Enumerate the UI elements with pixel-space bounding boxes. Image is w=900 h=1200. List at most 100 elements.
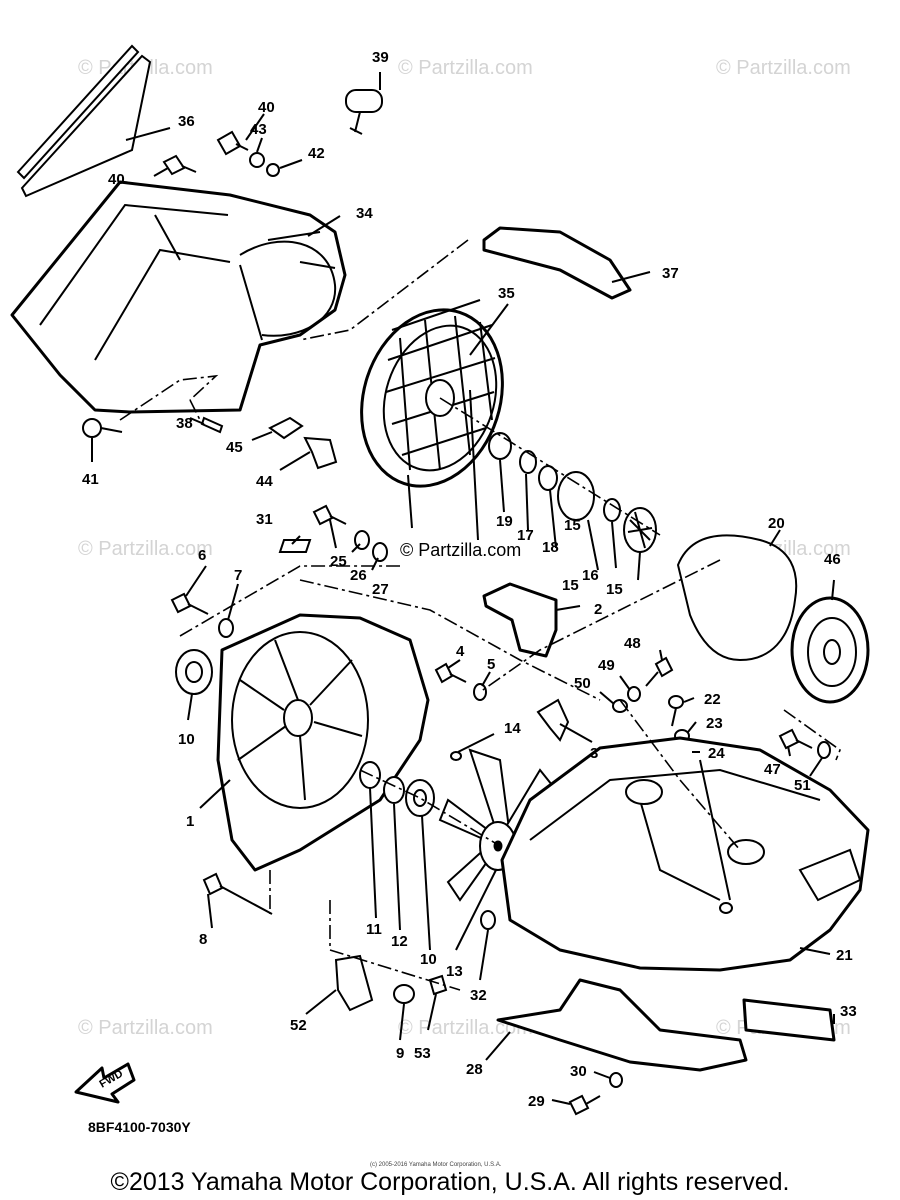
callout: 46 (824, 551, 841, 568)
recoil-starter-part-35 (360, 299, 504, 529)
bracket-part-3 (536, 698, 570, 742)
nut-part-43 (249, 152, 265, 168)
fan-housing-part-1 (216, 613, 430, 872)
washer-part-7 (218, 618, 234, 638)
bolt-part-29 (568, 1094, 601, 1116)
pulley-part-49 (790, 596, 870, 704)
callout: 40 (258, 99, 275, 116)
shield-plate-part-37 (482, 226, 632, 300)
bracket-part-44 (303, 436, 338, 470)
leader-lines (91, 72, 835, 1105)
callout: 24 (708, 745, 725, 762)
bolt-part-46 (645, 656, 674, 687)
drawing-code: 8BF4100-7030Y (88, 1119, 191, 1135)
callout: 39 (372, 49, 389, 66)
callout: 9 (396, 1045, 404, 1062)
bolt-part-4 (434, 662, 467, 684)
callout: 45 (226, 439, 243, 456)
callout: 32 (470, 987, 487, 1004)
washer-part-30 (609, 1072, 623, 1088)
watermark: © Partzilla.com (78, 1017, 213, 1039)
callout: 14 (504, 720, 521, 737)
plate-part-31 (278, 539, 312, 553)
callout: 17 (517, 527, 534, 544)
callout: 52 (290, 1017, 307, 1034)
callout: 12 (391, 933, 408, 950)
assembly-lines (119, 239, 841, 991)
callout: 48 (624, 635, 641, 652)
callout: 33 (840, 1003, 857, 1020)
grommet-part-32 (480, 910, 496, 930)
cover-part-2 (482, 582, 558, 658)
callout: 38 (176, 415, 193, 432)
tiny-copyright-notice: (c) 2005-2016 Yamaha Motor Corporation, … (370, 1162, 502, 1168)
callout: 2 (594, 601, 602, 618)
callout: 18 (542, 539, 559, 556)
seal-part-33 (742, 998, 836, 1042)
watermark: © Partzilla.com (716, 57, 851, 79)
callout: 27 (372, 581, 389, 598)
callout: 11 (366, 921, 382, 938)
bolt-part-40 (216, 130, 249, 156)
callout: 15 (562, 577, 579, 594)
callout: 43 (250, 121, 267, 138)
bolt-part-8 (202, 872, 273, 915)
callout: 16 (582, 567, 599, 584)
callout: 8 (199, 931, 207, 948)
callout: 53 (414, 1045, 431, 1062)
washer-part-5 (473, 683, 487, 701)
callout: 4 (456, 643, 465, 660)
callout: 41 (82, 471, 99, 488)
washer-part-51 (817, 741, 831, 759)
callout: 49 (598, 657, 615, 674)
pin-part-53 (428, 974, 448, 996)
center-watermark: © Partzilla.com (400, 540, 521, 560)
air-duct-opening (239, 240, 337, 337)
air-duct-part-34 (10, 180, 347, 414)
bolt-part-25 (312, 504, 347, 526)
pulley-stack (488, 432, 657, 553)
forward-arrow-icon: FWD (74, 1062, 136, 1104)
callout: 44 (256, 473, 273, 490)
shroud-part-21 (500, 736, 870, 972)
clip-part-38 (200, 416, 224, 434)
fitting-part-39 (345, 89, 383, 135)
damper-part-45 (268, 416, 304, 440)
callout: 40 (108, 171, 125, 188)
callout: 25 (330, 553, 347, 570)
callout: 3 (590, 745, 598, 762)
callout: 6 (198, 547, 206, 564)
washer-part-27 (372, 542, 388, 562)
seal-strip-part-36 (16, 44, 152, 198)
bracket-part-28 (496, 978, 748, 1072)
bushing-part-19 (488, 432, 512, 460)
washer-part-17 (519, 450, 537, 474)
callout: 34 (356, 205, 373, 222)
callout: 19 (496, 513, 513, 530)
watermark: © Partzilla.com (398, 1017, 533, 1039)
cap-part-14 (450, 751, 462, 761)
callout: 20 (768, 515, 785, 532)
callout: 15 (606, 581, 623, 598)
callout: 10 (178, 731, 195, 748)
callout: 7 (234, 567, 242, 584)
watermark: © Partzilla.com (398, 57, 533, 79)
watermark: © Partzilla.com (78, 538, 213, 560)
callout: 23 (706, 715, 723, 732)
bolt-part-6 (170, 592, 209, 615)
belt-part-20 (676, 534, 798, 662)
bolt-part-40-b (162, 154, 197, 176)
bearing-part-10 (175, 649, 213, 695)
callout: 47 (764, 761, 781, 778)
callout: 15 (564, 517, 581, 534)
callout: 28 (466, 1061, 483, 1078)
callout: 29 (528, 1093, 545, 1110)
pulley-part-15 (557, 471, 595, 521)
nut-part-9 (393, 984, 415, 1004)
bearing-part-10-b (405, 779, 435, 817)
callout: 26 (350, 567, 367, 584)
callout: 1 (186, 813, 194, 830)
plate-part-52 (334, 954, 374, 1012)
callout: 10 (420, 951, 437, 968)
